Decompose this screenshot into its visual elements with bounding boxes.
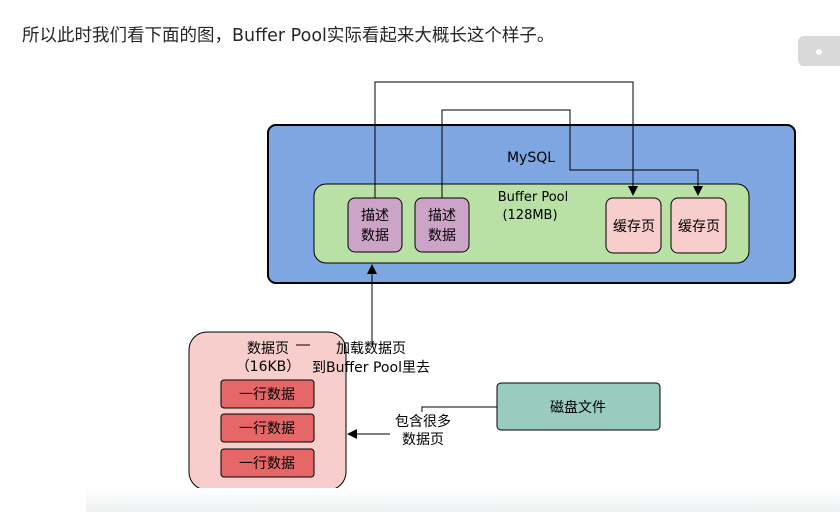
connector-arrow: [374, 81, 638, 198]
data-row-label: 一行数据: [239, 456, 295, 472]
descriptor-line1: 描述: [428, 208, 456, 224]
data-row-label: 一行数据: [239, 421, 295, 437]
descriptor-line1: 描述: [361, 208, 389, 224]
contains-label-line2: 数据页: [402, 432, 444, 448]
descriptor-line2: 数据: [428, 228, 456, 244]
data-row: [220, 379, 315, 409]
contains-label-bg: [390, 412, 456, 448]
mysql-label: MySQL: [507, 150, 555, 166]
bottom-fade: [86, 488, 840, 512]
cache-page-label: 缓存页: [613, 219, 655, 235]
descriptor-line2: 数据: [361, 228, 389, 244]
cache-page-label: 缓存页: [678, 219, 720, 235]
data-page-title: 数据页: [247, 341, 289, 357]
connector-arrow: [441, 109, 703, 198]
dot-icon: [816, 49, 822, 55]
cache-page: [670, 197, 727, 254]
disk-file-label: 磁盘文件: [550, 399, 606, 416]
buffer-pool-title: Buffer Pool: [498, 190, 568, 205]
data-row: [220, 413, 315, 443]
data-page-size: （16KB）: [236, 359, 301, 375]
data-row-label: 一行数据: [239, 387, 295, 403]
scroll-to-top-button[interactable]: [798, 36, 840, 66]
buffer-pool-size: (128MB): [502, 208, 557, 223]
data-row: [220, 448, 315, 478]
intro-text: 所以此时我们看下面的图，Buffer Pool实际看起来大概长这个样子。: [22, 26, 555, 46]
load-label-line2: 到Buffer Pool里去: [312, 360, 430, 376]
cache-page: [605, 197, 662, 254]
contains-label-line1: 包含很多: [395, 413, 451, 430]
load-label-line1: 加载数据页: [336, 341, 406, 357]
